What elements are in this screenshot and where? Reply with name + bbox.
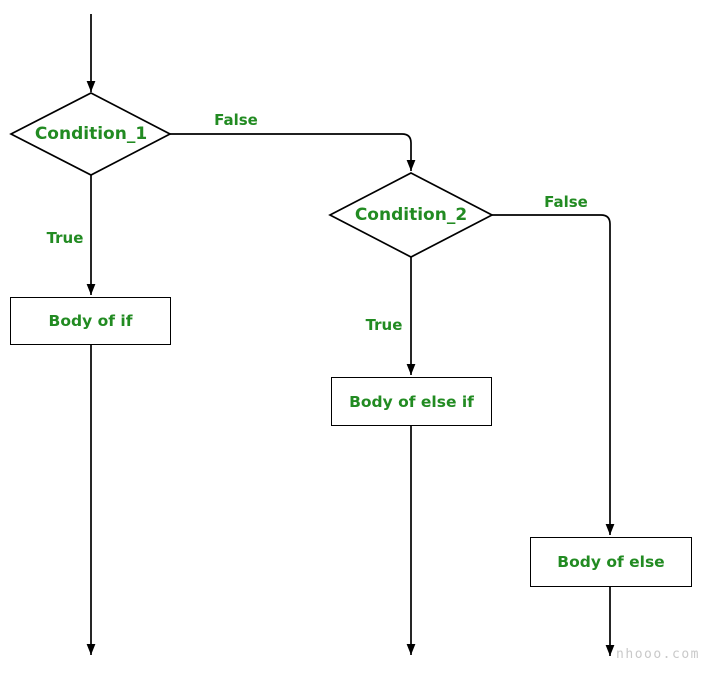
- condition-2-false-arrow: [492, 214, 615, 535]
- condition-1-label: Condition_1: [34, 123, 148, 144]
- condition-2-false-edge-label: False: [544, 192, 588, 211]
- body-of-else-node: Body of else: [530, 537, 692, 587]
- condition-2-true-edge-label: True: [365, 315, 403, 334]
- body-of-if-label: Body of if: [48, 312, 133, 330]
- condition-1-false-arrow: [170, 133, 416, 171]
- body-of-else-label: Body of else: [557, 553, 665, 571]
- body-of-else-if-label: Body of else if: [349, 392, 474, 411]
- body-of-if-node: Body of if: [10, 297, 171, 345]
- condition-1-true-edge-label: True: [46, 228, 84, 247]
- body-of-else-if-node: Body of else if: [331, 377, 492, 426]
- condition-1-false-edge-label: False: [214, 110, 258, 129]
- condition-2-label: Condition_2: [354, 204, 468, 225]
- watermark-text: nhooo.com: [616, 647, 700, 662]
